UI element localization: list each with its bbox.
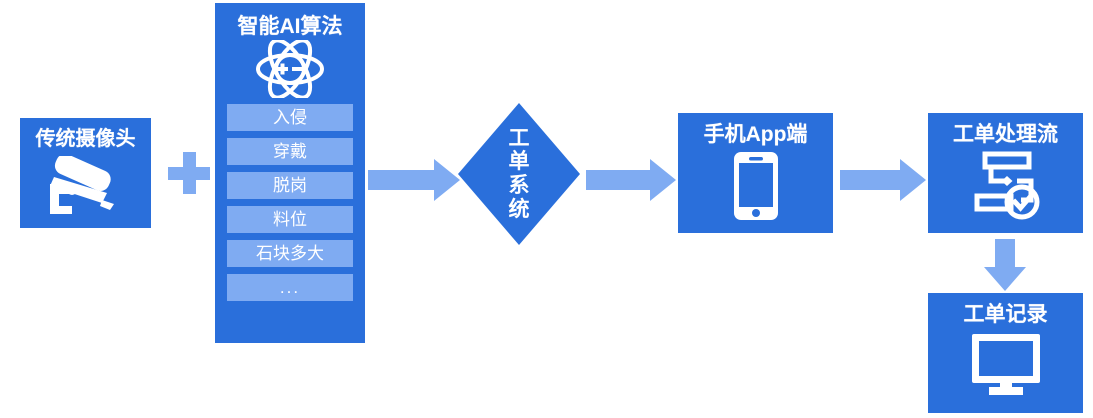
workflow-check-icon	[969, 150, 1043, 220]
atom-icon	[255, 40, 325, 99]
arrow-down-flow-to-record	[984, 239, 1026, 291]
plus-icon-vertical-bar	[183, 152, 196, 194]
arrow-head	[900, 159, 926, 201]
plus-icon	[168, 152, 210, 194]
ai-capability-item[interactable]: 穿戴	[227, 138, 353, 166]
ai-capability-item[interactable]: 入侵	[227, 104, 353, 132]
arrow-shaft	[995, 239, 1015, 269]
ai-capability-item[interactable]: 石块多大	[227, 240, 353, 268]
arrow-shaft	[840, 170, 902, 190]
node-work-order-flow-label: 工单处理流	[953, 123, 1058, 146]
arrow-right-system-to-app	[586, 159, 676, 201]
arrow-right-app-to-flow	[840, 159, 926, 201]
node-work-order-flow[interactable]: 工单处理流	[928, 113, 1083, 233]
cctv-camera-icon	[44, 156, 128, 214]
label-line: 系	[508, 174, 530, 197]
arrow-head	[650, 159, 676, 201]
node-ai-algorithm-label: 智能AI算法	[237, 15, 343, 38]
node-work-order-system-label: 工 单 系 统	[458, 103, 580, 245]
node-traditional-camera[interactable]: 传统摄像头	[20, 118, 151, 228]
node-mobile-app-label: 手机App端	[703, 123, 808, 146]
ai-capability-item[interactable]: 脱岗	[227, 172, 353, 200]
node-traditional-camera-label: 传统摄像头	[35, 128, 136, 150]
ai-capability-item-more[interactable]: ...	[227, 274, 353, 302]
arrow-head	[984, 267, 1026, 291]
arrow-shaft	[368, 170, 436, 190]
node-work-order-record[interactable]: 工单记录	[928, 293, 1083, 413]
arrow-shaft	[586, 170, 652, 190]
label-line: 统	[508, 197, 530, 221]
ai-capability-list: 入侵 穿戴 脱岗 料位 石块多大 ...	[215, 104, 365, 302]
ai-capability-item[interactable]: 料位	[227, 206, 353, 234]
node-work-order-system[interactable]: 工 单 系 统	[458, 103, 580, 245]
desktop-monitor-icon	[969, 332, 1043, 396]
node-work-order-record-label: 工单记录	[963, 303, 1048, 326]
label-line: 单	[508, 150, 530, 174]
arrow-right-ai-to-system	[368, 159, 460, 201]
smartphone-icon	[733, 151, 779, 221]
node-mobile-app[interactable]: 手机App端	[678, 113, 833, 233]
arrow-head	[434, 159, 460, 201]
label-line: 工	[508, 126, 530, 150]
node-ai-algorithm[interactable]: 智能AI算法 入侵 穿戴 脱岗 料位 石块多大	[215, 3, 365, 343]
